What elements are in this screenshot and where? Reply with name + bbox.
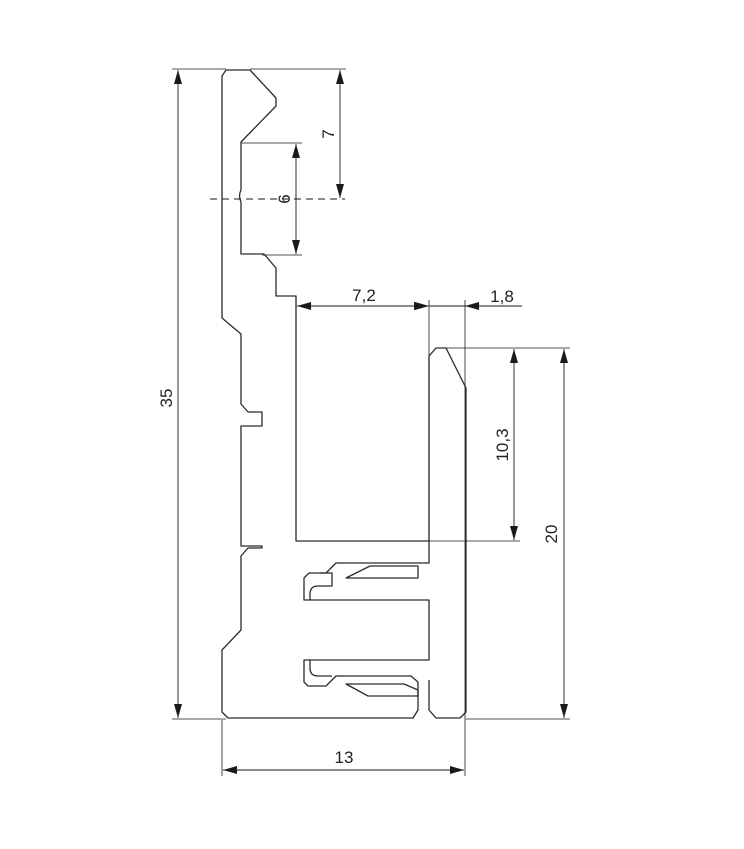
dim-slot-width-label: 6	[275, 194, 294, 203]
profile-channel-lower	[309, 660, 332, 677]
dim-lip-height: 10,3	[429, 347, 570, 542]
dim-slot-width: 6	[241, 142, 302, 256]
dim-overall-height-label: 35	[157, 389, 176, 408]
profile-inner-slope-top	[345, 565, 419, 579]
dim-wall-thickness-label: 1,8	[490, 287, 514, 306]
dim-lower-height: 20	[466, 349, 570, 720]
dim-lower-height-label: 20	[542, 525, 561, 544]
dim-top-slot-offset: 7	[250, 68, 346, 198]
profile-right-lip	[428, 347, 467, 719]
dim-overall-height: 35	[157, 68, 226, 720]
profile-body	[221, 69, 430, 719]
dim-pocket-width-label: 7,2	[352, 286, 376, 305]
dim-wall-thickness: 1,8	[415, 287, 522, 776]
profile-inner-slope-bottom	[345, 683, 419, 697]
dim-overall-width-label: 13	[335, 748, 354, 767]
dim-lip-height-label: 10,3	[493, 428, 512, 461]
dim-top-slot-offset-label: 7	[319, 129, 338, 138]
profile-channel-upper	[309, 572, 333, 600]
dim-pocket-width: 7,2	[295, 286, 430, 540]
dim-overall-width: 13	[221, 720, 464, 776]
profile-outline	[221, 69, 467, 719]
